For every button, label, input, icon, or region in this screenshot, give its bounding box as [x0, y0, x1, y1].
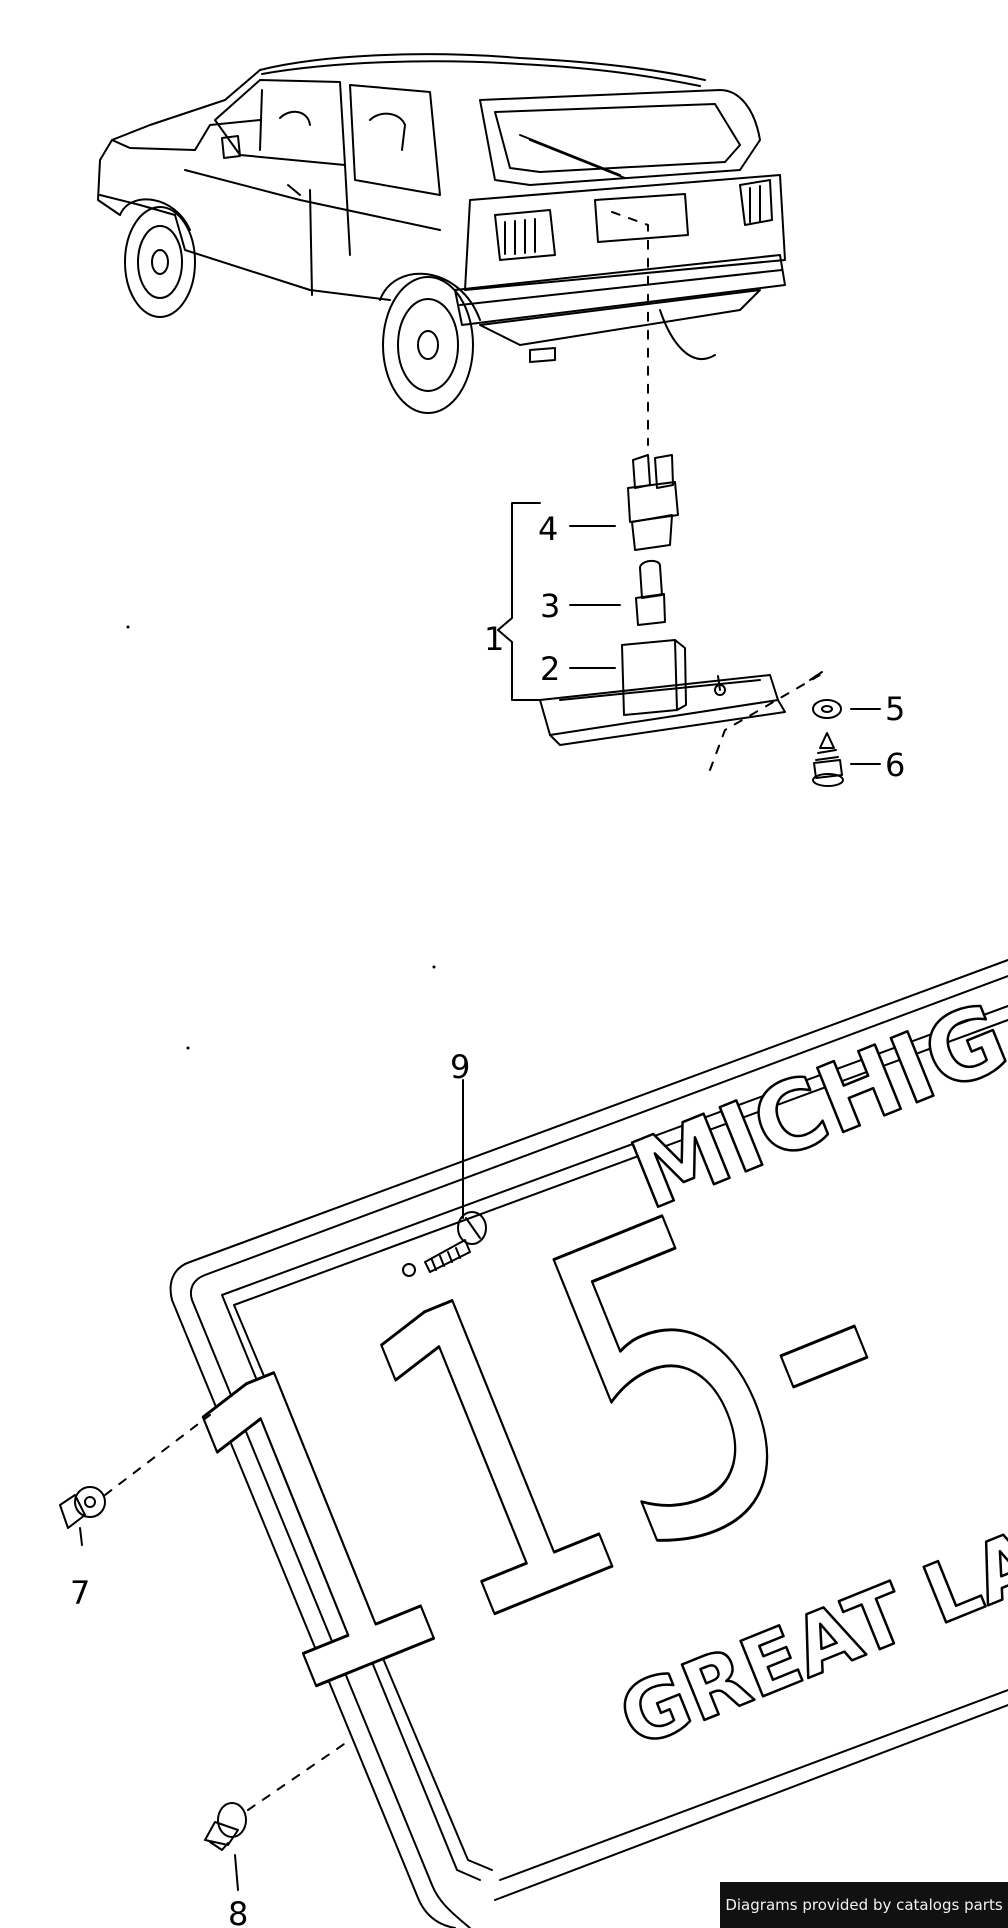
callout-6: 6 [885, 746, 905, 784]
callout-7: 7 [70, 1574, 90, 1612]
washer-part [812, 699, 842, 719]
plate-grommet-part [204, 1739, 351, 1891]
callout-2: 2 [540, 650, 560, 688]
credit-label: Diagrams provided by catalogs parts [720, 1882, 1008, 1928]
callout-9: 9 [450, 1048, 470, 1086]
callout-leaders-top [569, 525, 881, 765]
callout-5: 5 [885, 690, 905, 728]
callout-8: 8 [228, 1895, 248, 1928]
callout-1: 1 [484, 620, 504, 658]
screw-part [812, 732, 844, 787]
callout-4: 4 [538, 510, 558, 548]
license-plate [169, 959, 1008, 1928]
car-illustration [97, 53, 786, 446]
license-lamp-assembly [497, 454, 823, 771]
plate-clip-part [59, 1414, 211, 1546]
plate-screw-part [402, 1079, 487, 1277]
callout-3: 3 [540, 587, 560, 625]
